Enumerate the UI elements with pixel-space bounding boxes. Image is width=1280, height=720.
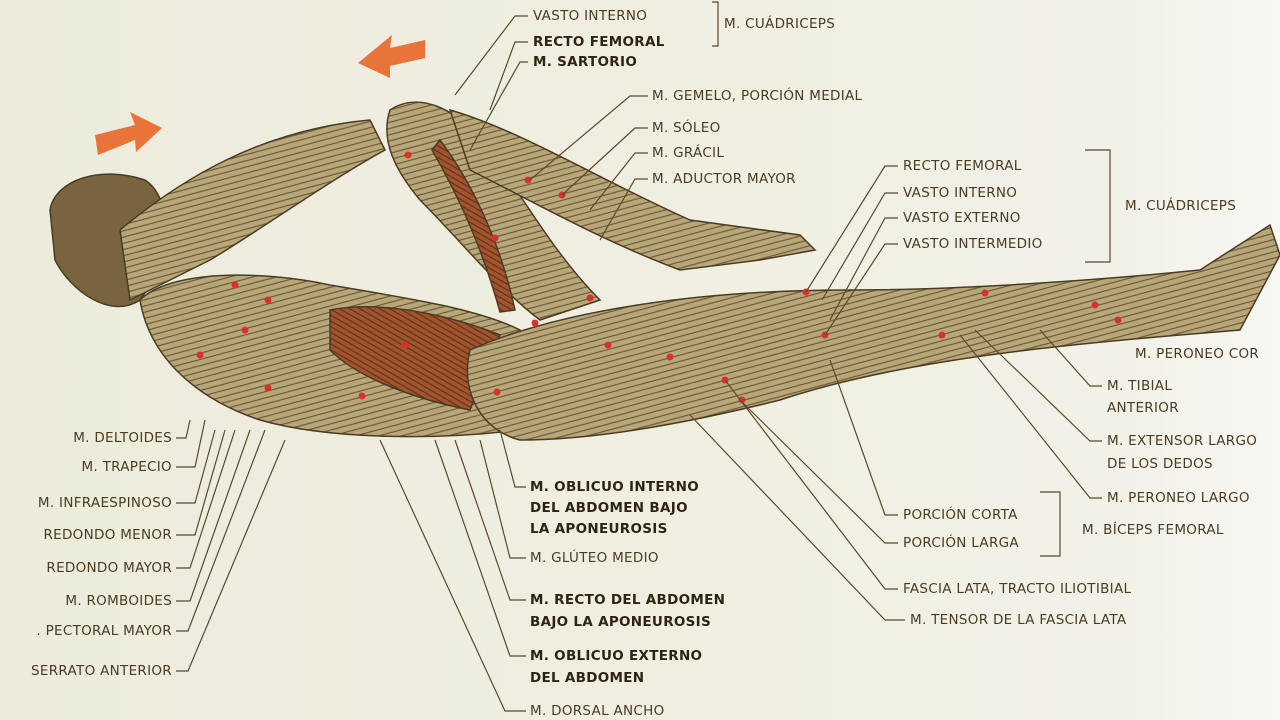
sartorio	[431, 138, 516, 313]
label-fascia-lata: FASCIA LATA, TRACTO ILIOTIBIAL	[903, 581, 1132, 597]
label-porcion-corta: PORCIÓN CORTA	[903, 507, 1018, 523]
label-vasto-intermedio: VASTO INTERMEDIO	[903, 236, 1043, 252]
label-gemelo: M. GEMELO, PORCIÓN MEDIAL	[652, 88, 863, 104]
label-redondo-mayor: REDONDO MAYOR	[46, 560, 172, 576]
label-extensor-2: DE LOS DEDOS	[1107, 456, 1213, 472]
label-tensor-fascia: M. TENSOR DE LA FASCIA LATA	[910, 612, 1127, 628]
label-oblicuo-interno-1: M. OBLICUO INTERNO	[530, 479, 700, 495]
label-recto-abdomen-1: M. RECTO DEL ABDOMEN	[530, 592, 726, 608]
label-oblicuo-interno-2: DEL ABDOMEN BAJO	[530, 500, 688, 516]
body-muscles	[49, 101, 1280, 441]
label-cuadriceps: M. CUÁDRICEPS	[1125, 198, 1237, 214]
arm	[119, 119, 386, 302]
leader-lines	[176, 1, 1111, 712]
label-biceps-femoral: M. BÍCEPS FEMORAL	[1082, 522, 1224, 538]
label-serrato-anterior: SERRATO ANTERIOR	[31, 663, 172, 679]
direction-arrows	[95, 35, 425, 155]
label-recto-femoral-top: RECTO FEMORAL	[533, 34, 665, 50]
label-peroneo-largo: M. PERONEO LARGO	[1107, 490, 1250, 506]
label-romboides: M. ROMBOIDES	[65, 593, 172, 609]
label-soleo: M. SÓLEO	[652, 120, 721, 136]
label-tibial-2: ANTERIOR	[1107, 400, 1179, 416]
arrow-right-icon	[95, 112, 162, 155]
label-oblicuo-externo-1: M. OBLICUO EXTERNO	[530, 648, 703, 664]
label-vasto-interno-top: VASTO INTERNO	[533, 8, 648, 24]
label-porcion-larga: PORCIÓN LARGA	[903, 535, 1019, 551]
label-peroneo-corto: M. PERONEO COR	[1135, 346, 1260, 362]
label-cuadriceps-top: M. CUÁDRICEPS	[724, 16, 836, 32]
label-pectoral-mayor: . PECTORAL MAYOR	[36, 623, 172, 639]
label-trapecio: M. TRAPECIO	[81, 459, 172, 475]
label-oblicuo-externo-2: DEL ABDOMEN	[530, 670, 645, 686]
label-dorsal-ancho: M. DORSAL ANCHO	[530, 703, 665, 719]
label-vasto-interno: VASTO INTERNO	[903, 185, 1018, 201]
bent-calf	[448, 108, 817, 271]
label-deltoides: M. DELTOIDES	[73, 430, 172, 446]
label-extensor-1: M. EXTENSOR LARGO	[1107, 433, 1258, 449]
label-vasto-externo: VASTO EXTERNO	[903, 210, 1021, 226]
label-aductor: M. ADUCTOR MAYOR	[652, 171, 796, 187]
label-infraespinoso: M. INFRAESPINOSO	[37, 495, 172, 511]
label-sartorio: M. SARTORIO	[533, 54, 638, 70]
label-oblicuo-interno-3: LA APONEUROSIS	[530, 521, 668, 537]
label-recto-abdomen-2: BAJO LA APONEUROSIS	[530, 614, 712, 630]
label-gracil: M. GRÁCIL	[652, 145, 725, 161]
label-recto-femoral: RECTO FEMORAL	[903, 158, 1022, 174]
label-redondo-menor: REDONDO MENOR	[43, 527, 172, 543]
motor-points	[196, 151, 1122, 404]
arrow-left-icon	[358, 35, 425, 78]
label-gluteo-medio: M. GLÚTEO MEDIO	[530, 550, 659, 566]
label-tibial-1: M. TIBIAL	[1107, 378, 1173, 394]
straight-leg	[466, 223, 1280, 441]
